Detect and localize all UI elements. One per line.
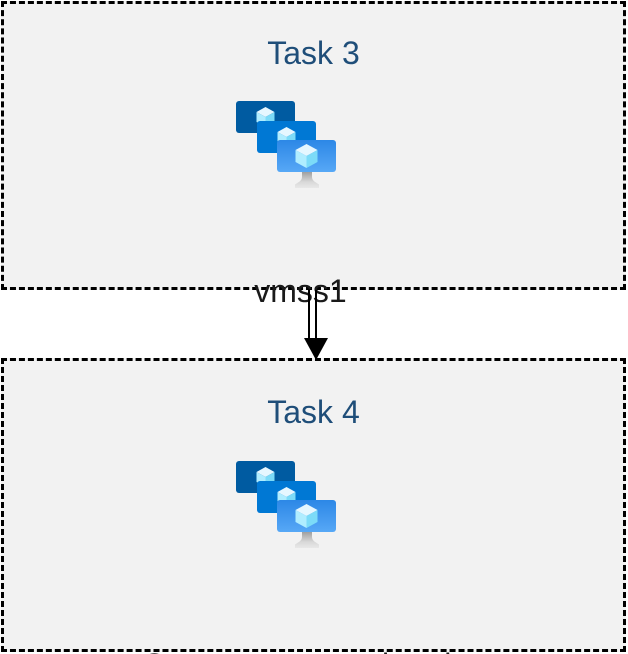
vmss-name-label: vmss1 [254,273,347,309]
autoscale-label: Custom auto scale rules [4,646,623,654]
monitor-front [277,500,336,532]
cube-icon [295,504,318,528]
monitor-stand [295,171,319,188]
task4-box: Task 4 [1,358,626,654]
task3-box: Task 3 [1,1,626,420]
cube-icon [295,144,318,168]
down-arrow-icon [304,290,328,360]
vm-scale-sets-icon [236,461,336,548]
vm-scale-sets-icon [236,101,336,188]
task4-title: Task 4 [267,394,360,430]
task4-labels: Custom auto scale rules [4,570,623,654]
monitor-front [277,140,336,172]
task3-title: Task 3 [267,35,360,71]
monitor-stand [295,531,319,548]
